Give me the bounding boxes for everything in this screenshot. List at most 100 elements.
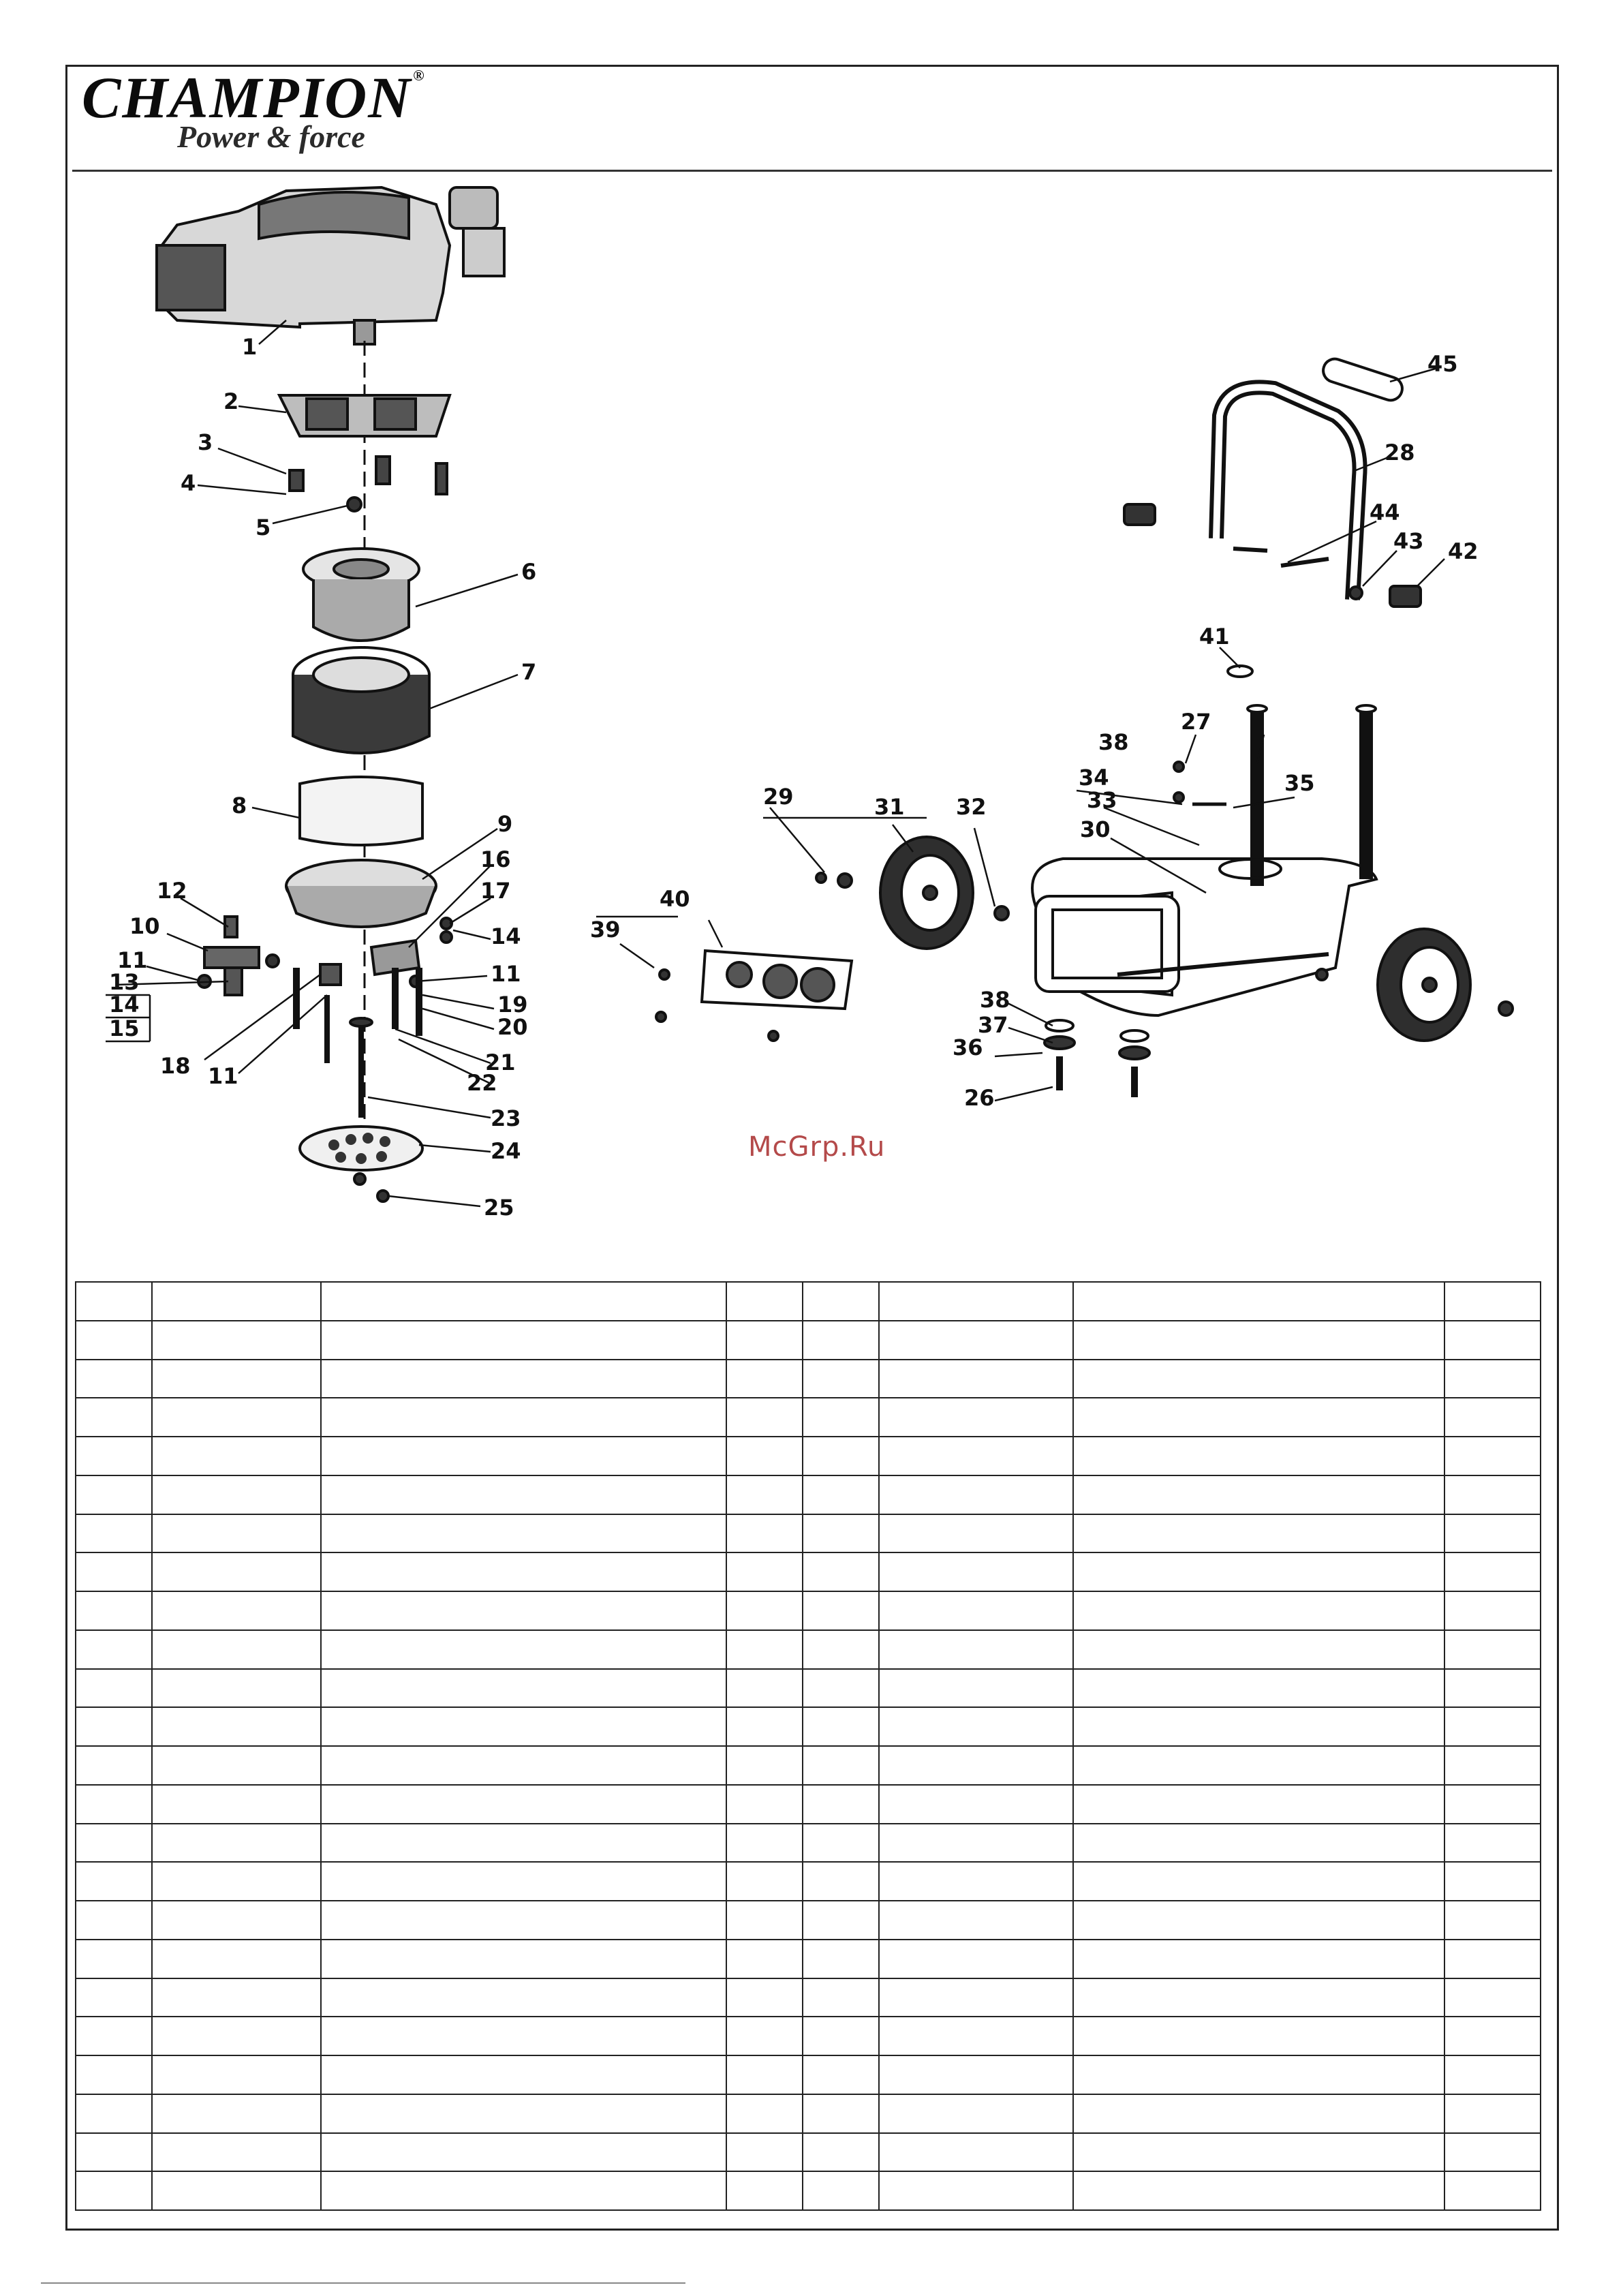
table-cell (151, 1474, 322, 1515)
table-cell (75, 1938, 153, 1979)
table-cell (802, 1629, 880, 1670)
table-row (75, 2055, 1541, 2095)
table-row (75, 1745, 1541, 1786)
callout-16: 16 (480, 846, 511, 872)
table-cell (1072, 2016, 1445, 2056)
table-cell (802, 1938, 880, 1979)
table-row (75, 1591, 1541, 1631)
table-cell (75, 1281, 153, 1321)
table-cell (726, 1319, 803, 1360)
table-cell (151, 2132, 322, 2173)
table-cell (726, 1474, 803, 1515)
table-cell (726, 1513, 803, 1554)
callout-4: 4 (181, 470, 196, 496)
callout-28: 28 (1385, 440, 1415, 465)
table-cell (802, 1784, 880, 1824)
table-cell (151, 1281, 322, 1321)
table-cell (802, 1319, 880, 1360)
table-cell (151, 1436, 322, 1476)
callout-2: 2 (223, 388, 238, 414)
callout-22: 22 (467, 1070, 497, 1096)
table-cell (320, 2132, 727, 2173)
table-cell (151, 1706, 322, 1747)
table-cell (151, 2171, 322, 2211)
callout-41: 41 (1199, 624, 1230, 649)
table-cell (1444, 1474, 1541, 1515)
table-cell (802, 1977, 880, 2018)
table-cell (1444, 2093, 1541, 2134)
table-cell (320, 1358, 727, 1399)
table-cell (75, 2093, 153, 2134)
table-cell (320, 1938, 727, 1979)
callout-43: 43 (1393, 528, 1424, 554)
table-cell (75, 1706, 153, 1747)
table-cell (320, 1900, 727, 1940)
table-cell (320, 2171, 727, 2211)
table-cell (802, 1822, 880, 1863)
callout-10: 10 (129, 913, 160, 939)
table-cell (802, 2016, 880, 2056)
table-cell (878, 2132, 1074, 2173)
table-cell (1444, 1319, 1541, 1360)
table-cell (878, 1513, 1074, 1554)
table-cell (726, 1938, 803, 1979)
table-cell (1072, 1668, 1445, 1709)
table-cell (726, 1668, 803, 1709)
table-cell (878, 1706, 1074, 1747)
table-cell (75, 2055, 153, 2095)
table-cell (75, 1474, 153, 1515)
table-cell (878, 1629, 1074, 1670)
table-cell (151, 1977, 322, 2018)
table-cell (802, 1861, 880, 1901)
table-cell (75, 1861, 153, 1901)
table-cell (151, 1900, 322, 1940)
table-cell (320, 1319, 727, 1360)
table-cell (878, 1397, 1074, 1437)
table-cell (75, 1591, 153, 1631)
callout-42: 42 (1448, 538, 1479, 564)
table-cell (320, 1706, 727, 1747)
brand-name: CHAMPION® (82, 65, 426, 130)
table-cell (802, 2055, 880, 2095)
callout-12: 12 (157, 878, 187, 904)
table-cell (1444, 1822, 1541, 1863)
table-cell (802, 2132, 880, 2173)
table-cell (1072, 1552, 1445, 1592)
table-cell (878, 1938, 1074, 1979)
table-row (75, 1513, 1541, 1554)
table-cell (878, 1436, 1074, 1476)
callout-14-right: 14 (491, 923, 521, 949)
table-cell (1072, 2171, 1445, 2211)
table-cell (802, 1281, 880, 1321)
table-cell (726, 1861, 803, 1901)
callout-13: 13 (109, 969, 140, 995)
table-cell (1444, 1900, 1541, 1940)
callout-24: 24 (491, 1138, 521, 1164)
table-row (75, 1552, 1541, 1592)
table-cell (726, 1397, 803, 1437)
table-cell (878, 1552, 1074, 1592)
callout-36: 36 (953, 1035, 983, 1060)
table-row (75, 1397, 1541, 1437)
table-cell (1444, 1436, 1541, 1476)
table-cell (320, 2016, 727, 2056)
table-cell (151, 1591, 322, 1631)
table-cell (320, 1822, 727, 1863)
table-row (75, 1861, 1541, 1901)
table-cell (75, 1397, 153, 1437)
callout-23: 23 (491, 1105, 521, 1131)
table-row (75, 2171, 1541, 2211)
table-cell (726, 2055, 803, 2095)
table-cell (726, 2171, 803, 2211)
table-cell (802, 1397, 880, 1437)
table-cell (802, 1436, 880, 1476)
table-cell (802, 1474, 880, 1515)
watermark: McGrp.Ru (748, 1131, 886, 1163)
callout-38-bottom: 38 (980, 987, 1010, 1013)
table-cell (320, 2093, 727, 2134)
table-row (75, 1938, 1541, 1979)
table-row (75, 1706, 1541, 1747)
table-cell (1072, 1900, 1445, 1940)
table-cell (151, 2016, 322, 2056)
table-cell (1072, 1397, 1445, 1437)
